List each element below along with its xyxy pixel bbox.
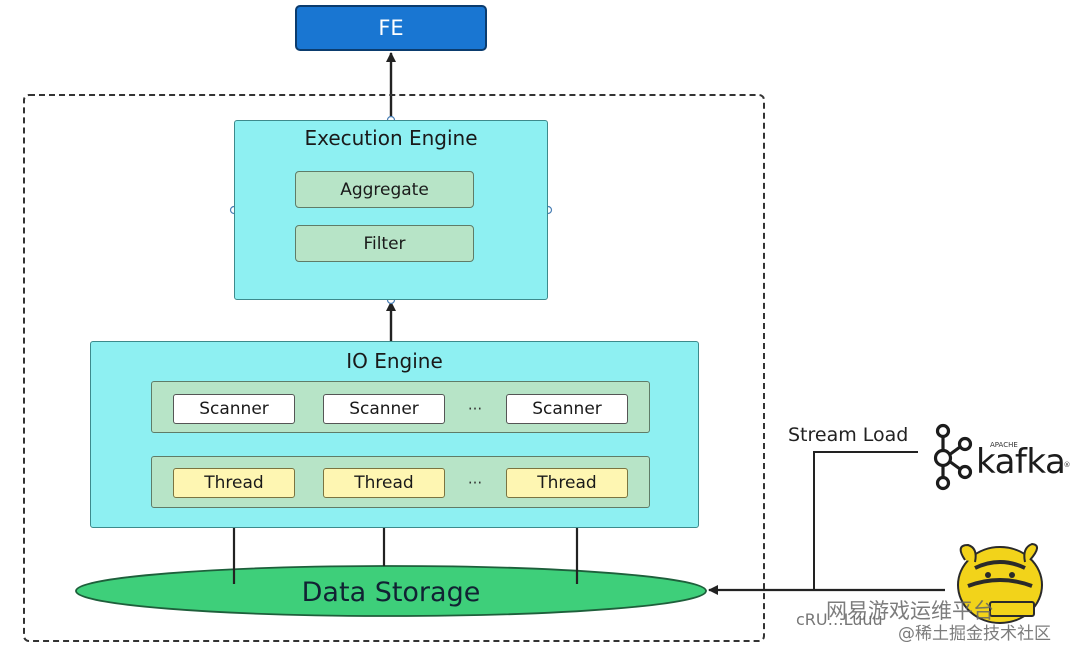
execution-engine-box bbox=[234, 120, 548, 300]
scanner-ellipsis: ··· bbox=[467, 400, 483, 418]
stream-load-label: Stream Load bbox=[788, 424, 909, 446]
thread-ellipsis: ··· bbox=[467, 474, 483, 492]
watermark-line-2: @稀土掘金技术社区 bbox=[898, 623, 1051, 644]
scanner-3: Scanner bbox=[506, 394, 628, 424]
kafka-registered-mark: ® bbox=[1063, 461, 1071, 469]
watermark-partial-text: cRU…Luuu bbox=[796, 609, 883, 629]
kafka-apache-label: APACHE bbox=[990, 441, 1018, 449]
data-storage-label: Data Storage bbox=[301, 576, 481, 608]
execution-engine-title: Execution Engine bbox=[304, 126, 478, 150]
kafka-wordmark: kafka bbox=[976, 442, 1066, 482]
filter-operator: Filter bbox=[295, 225, 474, 262]
scanner-1: Scanner bbox=[173, 394, 295, 424]
thread-2: Thread bbox=[323, 468, 445, 498]
thread-3: Thread bbox=[506, 468, 628, 498]
hive-bee-icon bbox=[957, 542, 1043, 624]
kafka-logo-icon bbox=[933, 423, 973, 491]
stream-load-connector bbox=[813, 451, 918, 590]
fe-node: FE bbox=[295, 5, 487, 51]
scanner-2: Scanner bbox=[323, 394, 445, 424]
io-engine-title: IO Engine bbox=[346, 349, 443, 373]
backend-boundary bbox=[23, 94, 765, 642]
thread-1: Thread bbox=[173, 468, 295, 498]
watermark-line-1: 网易游戏运维平台 bbox=[826, 599, 994, 623]
aggregate-operator: Aggregate bbox=[295, 171, 474, 208]
